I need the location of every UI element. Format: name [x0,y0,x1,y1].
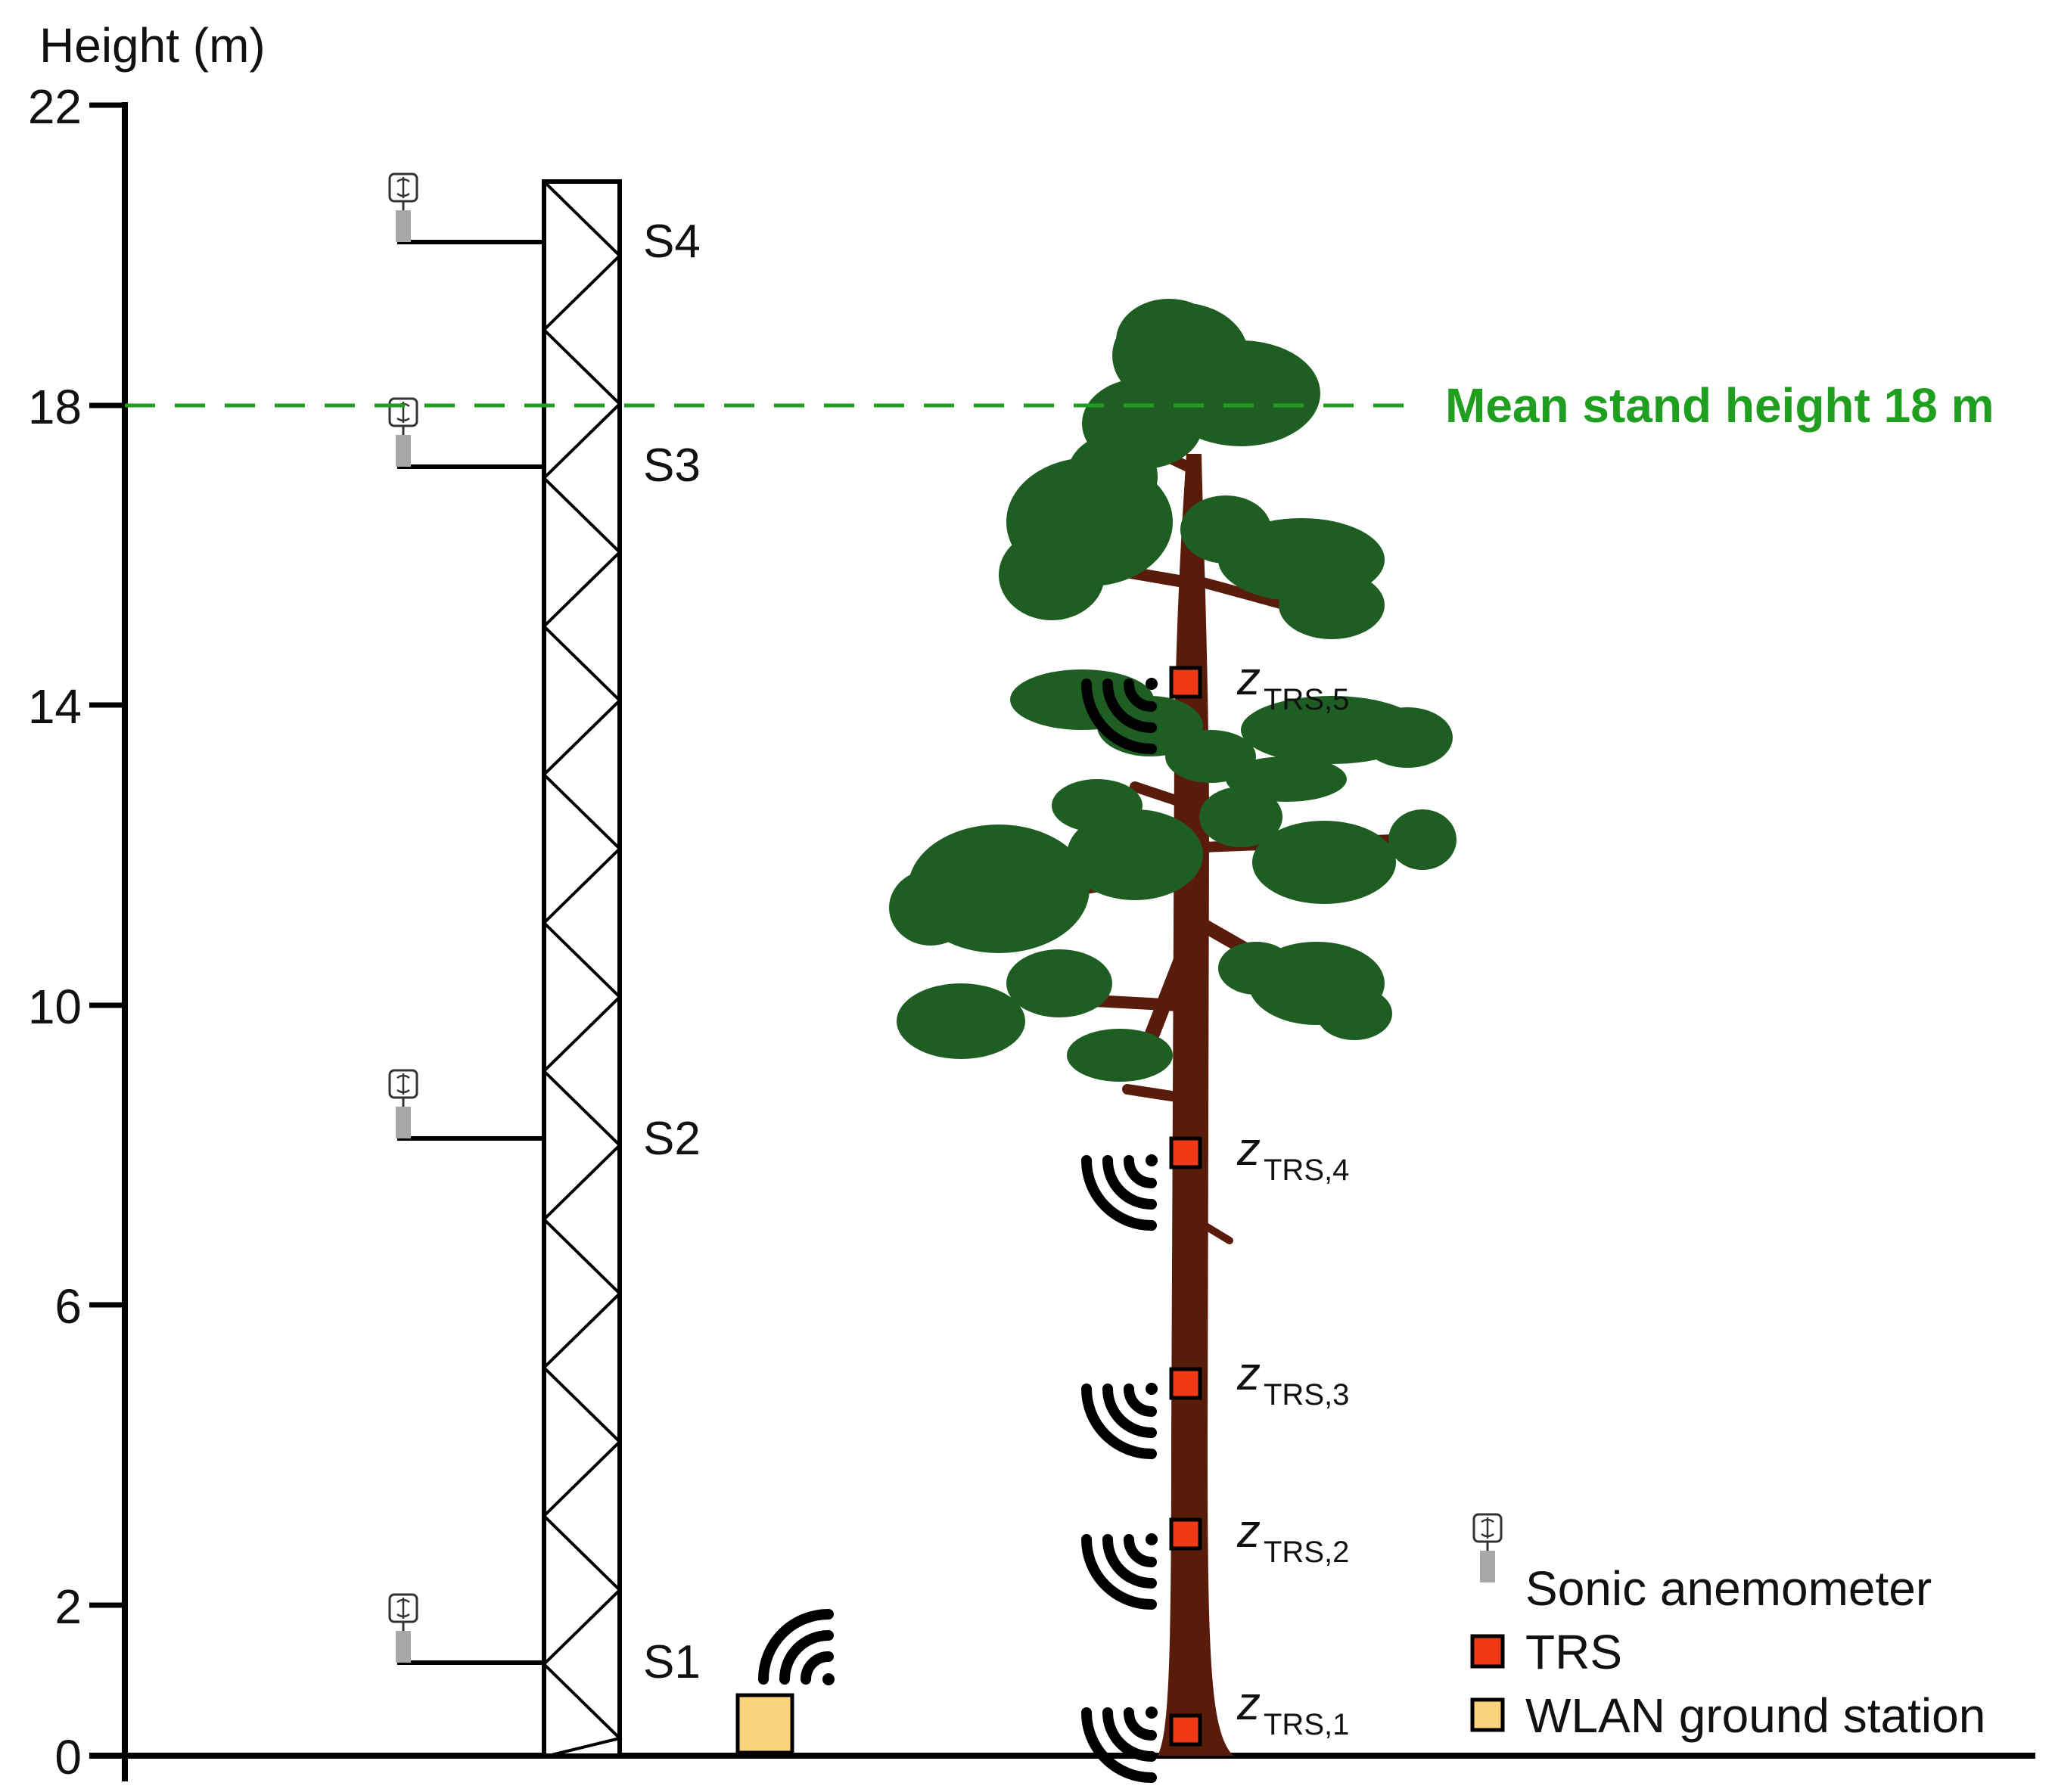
legend-wlan-label: WLAN ground station [1525,1688,1985,1743]
wifi-icon [1087,1154,1158,1225]
legend: Sonic anemometer TRS WLAN ground station [1470,1513,1985,1743]
tick-label-18: 18 [28,380,82,434]
wifi-icon [763,1614,835,1685]
sensor-label-s1: S1 [643,1636,701,1688]
wlan-ground-station [735,1693,794,1755]
tower-sensor-s4: S4 [388,172,701,268]
legend-sonic-icon [1472,1513,1503,1584]
trs-marker-3 [1169,1367,1202,1400]
legend-sonic-label: Sonic anemometer [1525,1561,1932,1616]
mean-stand-height: Mean stand height 18 m [125,378,1994,433]
sonic-anemometer-icon [388,172,418,244]
wifi-icon [1087,1383,1158,1454]
legend-trs-swatch [1470,1634,1505,1669]
sonic-anemometer-icon [388,397,418,468]
pine-tree [889,299,1457,1756]
sensor-label-s4: S4 [643,216,701,268]
y-axis: Height (m) 0 2 6 10 14 18 22 [28,18,2035,1784]
tick-label-22: 22 [28,79,82,134]
tick-label-0: 0 [54,1730,82,1784]
sonic-anemometer-icon [388,1593,418,1664]
tower-sensor-s3: S3 [388,397,701,492]
trs-markers [1169,666,1202,1747]
legend-wlan-swatch [1470,1697,1505,1732]
mean-stand-height-label: Mean stand height 18 m [1445,378,1994,433]
tower-sensor-s1: S1 [388,1593,701,1688]
wifi-icon [1087,1533,1158,1604]
tick-label-2: 2 [54,1579,82,1634]
tick-label-14: 14 [28,679,82,734]
tree-foliage [889,299,1457,1082]
tick-label-10: 10 [28,980,82,1034]
tower-sensor-s2: S2 [388,1069,701,1165]
trs-marker-2 [1169,1517,1202,1551]
trs-marker-5 [1169,666,1202,699]
lattice-tower [542,179,623,1758]
trs-marker-1 [1169,1713,1202,1747]
sensor-label-s3: S3 [643,439,701,492]
wifi-icon [1087,1707,1158,1778]
legend-trs-label: TRS [1525,1625,1622,1679]
axis-title: Height (m) [39,18,266,73]
sensor-label-s2: S2 [643,1113,701,1165]
sonic-anemometer-icon [388,1069,418,1140]
trs-marker-4 [1169,1136,1202,1169]
tick-label-6: 6 [54,1279,82,1334]
